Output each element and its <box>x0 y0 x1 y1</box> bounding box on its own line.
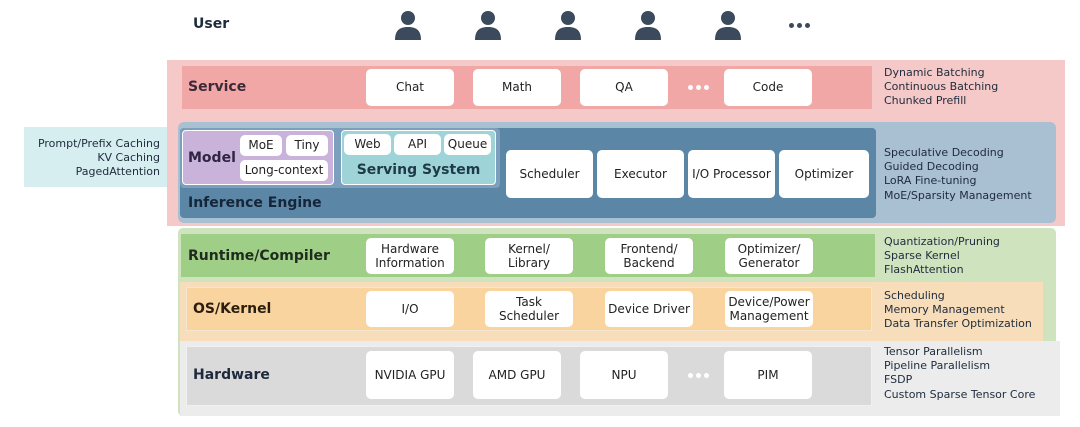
service-item-math: Math <box>473 69 561 106</box>
serving-chip-api: API <box>394 134 441 155</box>
user-icon <box>394 10 422 40</box>
os-item-device-driver: Device Driver <box>605 291 693 327</box>
os-side-notes: Scheduling Memory Management Data Transf… <box>884 289 1032 331</box>
user-icon <box>714 10 742 40</box>
serving-chip-web: Web <box>344 134 391 155</box>
inference-item-executor: Executor <box>597 150 684 198</box>
service-side-notes: Dynamic Batching Continuous Batching Chu… <box>884 66 999 108</box>
os-item-io: I/O <box>366 291 454 327</box>
hardware-item-amd-gpu: AMD GPU <box>473 351 561 399</box>
runtime-item-hardware-information: Hardware Information <box>366 238 454 274</box>
inference-item-optimizer: Optimizer <box>779 150 869 198</box>
model-chip-moe: MoE <box>240 135 282 156</box>
os-item-device-power-management: Device/Power Management <box>725 291 813 327</box>
model-title: Model <box>188 150 236 166</box>
runtime-item-frontend-backend: Frontend/ Backend <box>605 238 693 274</box>
hardware-side-notes: Tensor Parallelism Pipeline Parallelism … <box>884 345 1036 401</box>
inference-engine-title: Inference Engine <box>188 195 322 211</box>
inference-item-scheduler: Scheduler <box>506 150 593 198</box>
user-icon <box>554 10 582 40</box>
hardware-item-nvidia-gpu: NVIDIA GPU <box>366 351 454 399</box>
runtime-item-kernel-library: Kernel/ Library <box>485 238 573 274</box>
hardware-title: Hardware <box>193 367 270 383</box>
ellipsis-icon <box>688 373 709 378</box>
os-item-task-scheduler: Task Scheduler <box>485 291 573 327</box>
ellipsis-icon <box>789 23 810 28</box>
left-note-text: Prompt/Prefix Caching KV Caching PagedAt… <box>37 137 160 179</box>
serving-system-title: Serving System <box>356 162 481 178</box>
inference-item-io-processor: I/O Processor <box>688 150 775 198</box>
runtime-item-optimizer-generator: Optimizer/ Generator <box>725 238 813 274</box>
user-icon <box>474 10 502 40</box>
service-title: Service <box>188 79 247 95</box>
service-item-code: Code <box>724 69 812 106</box>
user-label: User <box>193 16 230 32</box>
model-chip-tiny: Tiny <box>286 135 328 156</box>
runtime-side-notes: Quantization/Pruning Sparse Kernel Flash… <box>884 235 1000 277</box>
service-item-chat: Chat <box>366 69 454 106</box>
model-chip-long-context: Long-context <box>240 160 328 181</box>
runtime-title: Runtime/Compiler <box>188 248 330 264</box>
service-item-qa: QA <box>580 69 668 106</box>
os-title: OS/Kernel <box>193 301 272 317</box>
hardware-item-npu: NPU <box>580 351 668 399</box>
user-icon <box>634 10 662 40</box>
hardware-item-pim: PIM <box>724 351 812 399</box>
ellipsis-icon <box>688 85 709 90</box>
inference-side-notes: Speculative Decoding Guided Decoding LoR… <box>884 146 1032 202</box>
serving-chip-queue: Queue <box>444 134 491 155</box>
